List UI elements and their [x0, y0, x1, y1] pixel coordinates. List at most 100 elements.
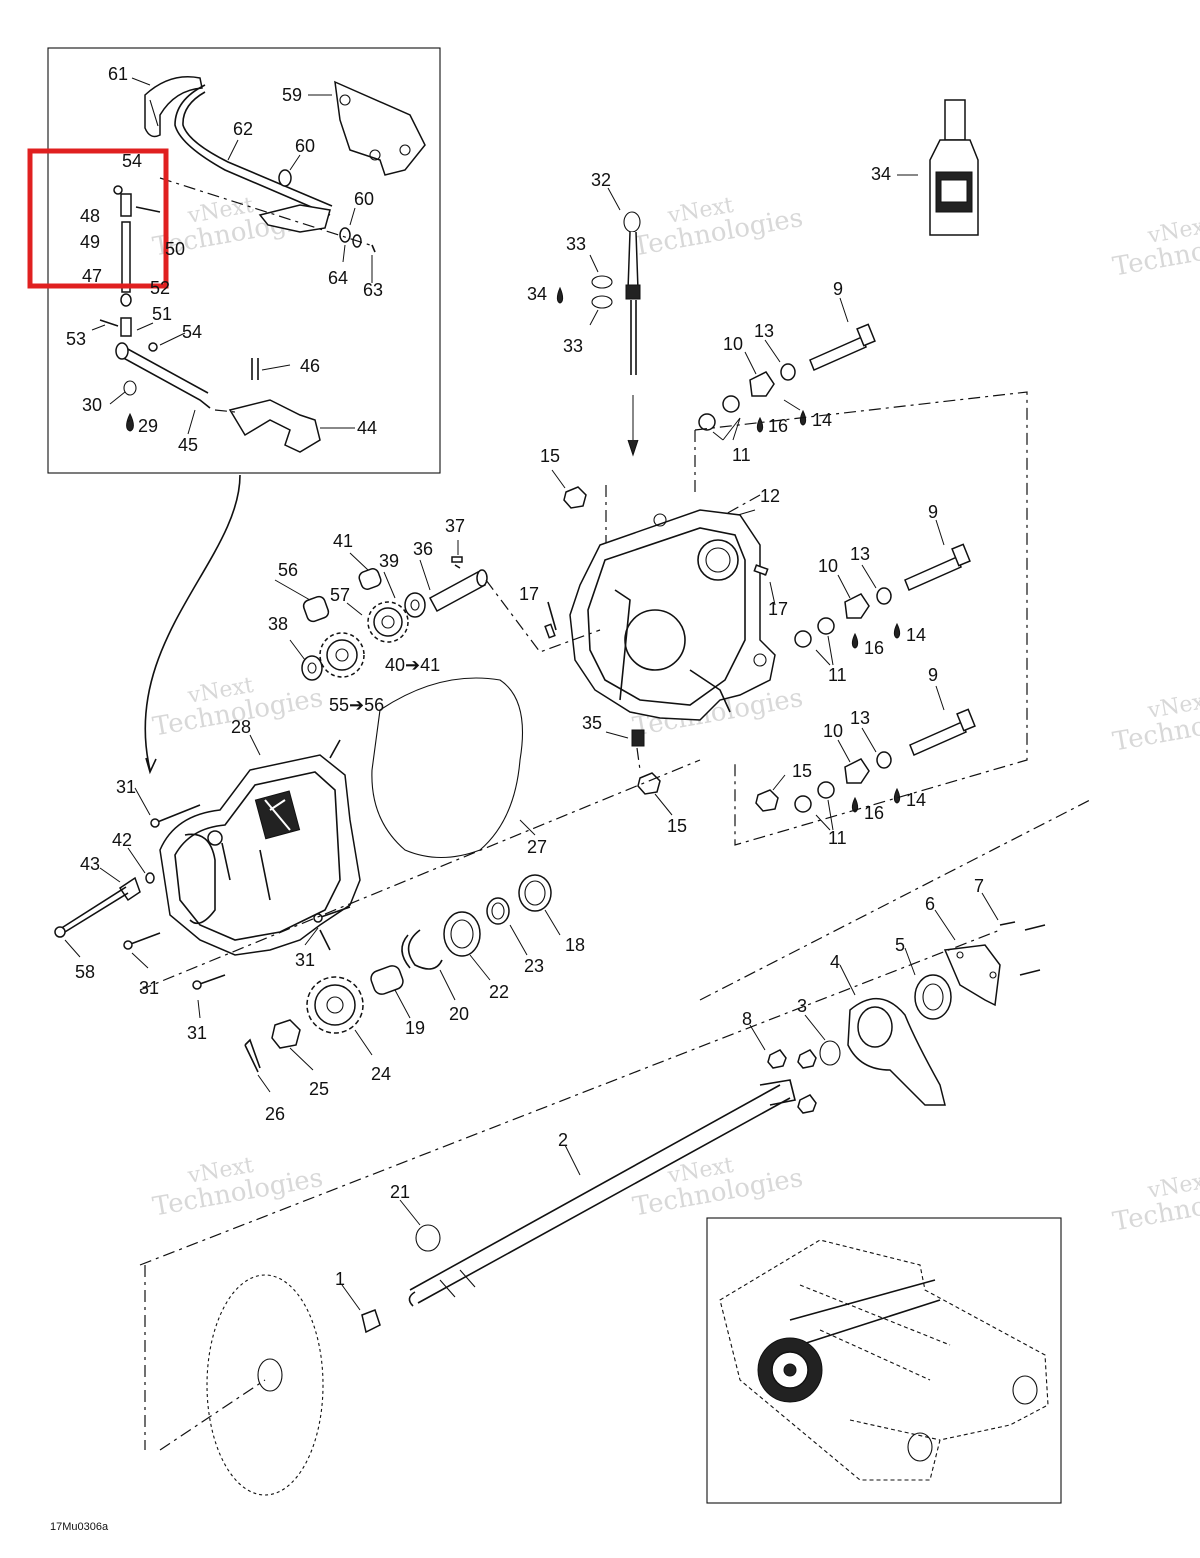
callout: 64: [328, 268, 348, 288]
callout: 60: [354, 189, 374, 209]
callout: 58: [75, 962, 95, 982]
callout: 40➔41: [385, 655, 440, 675]
callout: 8: [742, 1009, 752, 1029]
callout: 54: [182, 322, 202, 342]
callout: 18: [565, 935, 585, 955]
callout: 20: [449, 1004, 469, 1024]
link-rod: [121, 221, 131, 293]
callout: 31: [139, 978, 159, 998]
mount-bolt-set-low: [794, 685, 976, 831]
callout: 3: [797, 996, 807, 1016]
callout: 6: [925, 894, 935, 914]
axle-shaft: [409, 1084, 781, 1291]
oil-bottle: [897, 99, 979, 236]
callout: 10: [723, 334, 743, 354]
callout: 27: [527, 837, 547, 857]
location-inset: [706, 1217, 1062, 1504]
callout: 13: [754, 321, 774, 341]
gear-train: [274, 540, 601, 681]
callout: 31: [187, 1023, 207, 1043]
callout: 41: [333, 531, 353, 551]
callout: 10: [823, 721, 843, 741]
shift-linkage-inset: [47, 47, 441, 775]
shift-rod: [174, 84, 331, 216]
callout: 45: [178, 435, 198, 455]
callout: 54: [122, 151, 142, 171]
callout: 30: [82, 395, 102, 415]
callout: 53: [66, 329, 86, 349]
lower-gear-stack: [244, 874, 561, 1093]
handle-grip: [144, 76, 203, 138]
dipstick-assembly: [556, 187, 641, 457]
callout: 62: [233, 119, 253, 139]
inset-frame: [47, 47, 441, 474]
shift-fork: [228, 399, 321, 453]
callout: 57: [330, 585, 350, 605]
callout: 28: [231, 717, 251, 737]
callout: 17: [768, 599, 788, 619]
callout: 36: [413, 539, 433, 559]
callout: 52: [150, 278, 170, 298]
callout: 4: [830, 952, 840, 972]
bearing-flange: [699, 799, 1091, 1114]
callout: 5: [895, 935, 905, 955]
callout: 13: [850, 708, 870, 728]
callout: 38: [268, 614, 288, 634]
callout: 12: [760, 486, 780, 506]
callout: 22: [489, 982, 509, 1002]
callout: 61: [108, 64, 128, 84]
callout: 14: [906, 625, 926, 645]
callout: 25: [309, 1079, 329, 1099]
callout: 10: [818, 556, 838, 576]
callout: 2: [558, 1130, 568, 1150]
callout: 13: [850, 544, 870, 564]
callout: 17: [519, 584, 539, 604]
callout: 31: [116, 777, 136, 797]
callout: 60: [295, 136, 315, 156]
callout: 39: [379, 551, 399, 571]
callout: 7: [974, 876, 984, 896]
shaft: [117, 354, 211, 409]
chaincase-housing: [569, 509, 776, 721]
gear-24: [306, 976, 364, 1034]
callout: 32: [591, 170, 611, 190]
callout: 33: [563, 336, 583, 356]
callout: 56: [278, 560, 298, 580]
callout: 9: [833, 279, 843, 299]
callout: 31: [295, 950, 315, 970]
gear-55: [319, 632, 365, 678]
callout: 23: [524, 956, 544, 976]
callout: 42: [112, 830, 132, 850]
callout: 46: [300, 356, 320, 376]
callout: 11: [828, 828, 847, 848]
callout: 26: [265, 1104, 285, 1124]
callout: 35: [582, 713, 602, 733]
callout: 47: [82, 266, 102, 286]
chaincase-cover: [159, 734, 361, 956]
callout: 43: [80, 854, 100, 874]
callout: 11: [828, 665, 847, 685]
figure-reference: 17Mu0306a: [50, 1521, 109, 1533]
bolt-axis-frame: [694, 391, 1028, 846]
callout: 59: [282, 85, 302, 105]
callout: 15: [792, 761, 812, 781]
callout: 63: [363, 280, 383, 300]
callout: 9: [928, 665, 938, 685]
callout: 49: [80, 232, 100, 252]
callout: 9: [928, 502, 938, 522]
callout: 44: [357, 418, 377, 438]
gasket: [371, 677, 523, 858]
callout: 24: [371, 1064, 391, 1084]
bushing: [278, 169, 292, 187]
location-inset-frame: [706, 1217, 1062, 1504]
mount-bolt-set-mid: [794, 519, 971, 666]
mount-bracket: [334, 80, 426, 176]
callout: 51: [152, 304, 172, 324]
callout: 16: [864, 803, 884, 823]
nuts-15: [551, 469, 786, 816]
callout: 14: [906, 790, 926, 810]
gear-40: [367, 601, 409, 643]
callout: 16: [864, 638, 884, 658]
callout: 34: [871, 164, 891, 184]
